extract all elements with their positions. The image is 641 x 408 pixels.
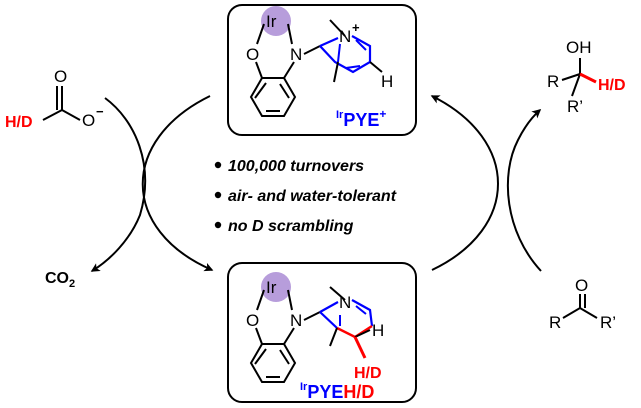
- dihydropyridine-ring-bottom: [319, 286, 374, 359]
- alcohol-bonds: [561, 58, 581, 97]
- bottom-complex-box: [227, 262, 417, 403]
- feature-list: 100,000 turnovers air- and water-toleran…: [214, 158, 397, 235]
- top-complex: Ir O N N + H IrPYE+: [227, 4, 417, 136]
- feature-item: air- and water-tolerant: [214, 188, 397, 205]
- formate-anion-oxygen: O: [82, 111, 95, 130]
- bottom-complex: Ir O N N H H/D IrPYEH/D: [227, 262, 417, 403]
- ketone-bonds: [562, 294, 598, 319]
- arrow-formate-in: [90, 97, 147, 272]
- ketone-r-prime: R’: [600, 313, 616, 332]
- iridium-atom-top: [261, 6, 291, 36]
- alcohol-product: OH R R’ H/D: [547, 38, 626, 116]
- benzene-ring-top: [249, 77, 297, 117]
- arrow-top-to-bottom: [141, 95, 214, 272]
- bottom-complex-label: IrPYEH/D: [300, 381, 374, 402]
- benzene-ring-bottom: [249, 343, 297, 383]
- pyridinium-ring-top: [319, 19, 383, 83]
- dihydropyridine-nitrogen: N: [339, 293, 351, 312]
- top-complex-label: IrPYE+: [336, 107, 386, 130]
- nitrogen-label-top: N: [290, 45, 302, 64]
- ir-label-top: Ir: [266, 12, 277, 31]
- pyridinium-charge: +: [352, 20, 360, 35]
- alcohol-r: R: [547, 72, 559, 91]
- ir-label-bottom: Ir: [266, 278, 277, 297]
- alcohol-hd-label: H/D: [598, 77, 626, 94]
- formate-reagent: H/D O O −: [5, 67, 104, 131]
- pyridinium-nitrogen: N: [339, 27, 351, 46]
- alcohol-r-prime: R’: [567, 97, 583, 116]
- cycle-arrows: [90, 95, 542, 272]
- formate-hd-label: H/D: [5, 114, 33, 131]
- feature-text: air- and water-tolerant: [228, 188, 397, 205]
- ring-hydride-label: H/D: [354, 365, 382, 382]
- formate-bonds: [42, 86, 81, 121]
- ketone-oxygen: O: [575, 276, 588, 295]
- formate-charge: −: [96, 104, 104, 119]
- top-complex-box: [227, 4, 417, 136]
- arrow-ketone-to-alcohol: [506, 109, 542, 272]
- nitrogen-label-bottom: N: [290, 311, 302, 330]
- co2-product: CO2: [45, 270, 75, 290]
- pyridine-hydrogen-top: H: [381, 72, 393, 91]
- ring-hydrogen-bottom: H: [372, 321, 384, 340]
- alcohol-new-ch-bond: [579, 72, 597, 84]
- oxygen-label-top: O: [246, 45, 259, 64]
- arrow-bottom-to-top: [430, 95, 499, 271]
- oxygen-label-bottom: O: [246, 311, 259, 330]
- feature-item: 100,000 turnovers: [214, 158, 364, 175]
- ketone-substrate: O R R’: [549, 276, 616, 332]
- n-aryl-bond-top: [303, 45, 321, 55]
- chelate-bonds-top: [255, 23, 295, 79]
- alcohol-oh: OH: [566, 38, 592, 57]
- n-aryl-bond-bottom: [303, 311, 321, 321]
- formate-carbonyl-oxygen: O: [54, 67, 67, 86]
- feature-text: 100,000 turnovers: [228, 158, 364, 175]
- feature-item: no D scrambling: [214, 218, 354, 235]
- chelate-bonds-bottom: [255, 289, 295, 345]
- iridium-atom-bottom: [261, 272, 291, 302]
- feature-text: no D scrambling: [228, 218, 354, 235]
- ketone-r: R: [549, 313, 561, 332]
